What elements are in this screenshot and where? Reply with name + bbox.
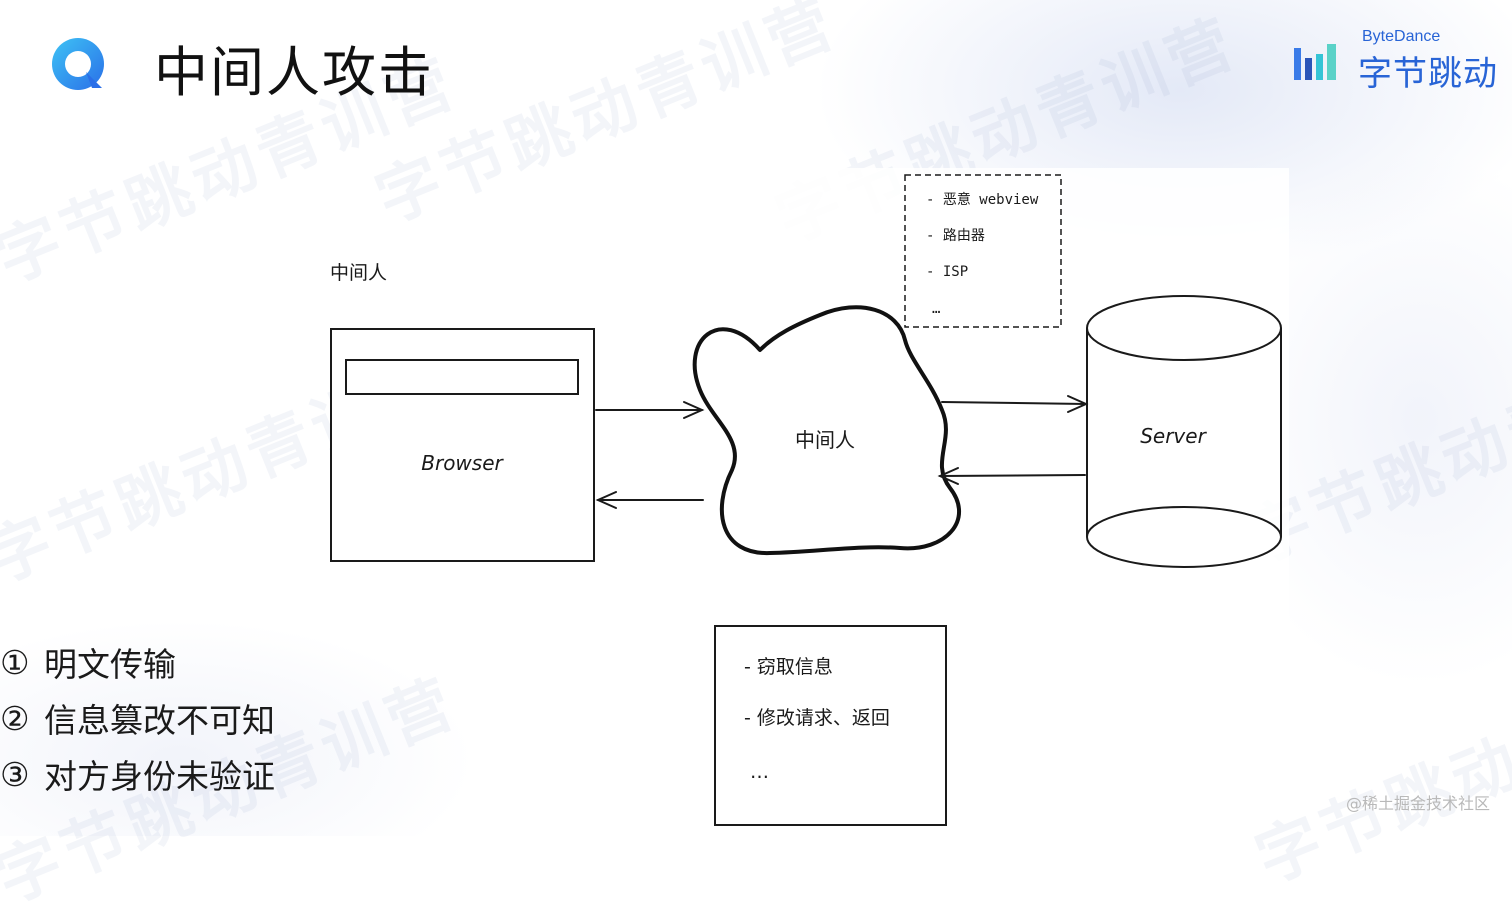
issue-text: 信息篡改不可知 — [44, 701, 275, 740]
browser-address-bar — [345, 359, 579, 395]
brand-name-cn: 字节跳动 — [1358, 54, 1498, 94]
issue-number: ③ — [0, 754, 30, 794]
browser-label: Browser — [421, 451, 504, 475]
arrow-head — [683, 401, 705, 419]
issue-text: 对方身份未验证 — [44, 757, 275, 796]
attacker-types-box: - 恶意 webview - 路由器 - ISP … — [904, 174, 1062, 328]
issue-number: ① — [0, 642, 30, 682]
browser-window: Browser — [330, 328, 595, 562]
cloud-label: 中间人 — [795, 428, 855, 452]
issue-item: ① 明文传输 — [0, 638, 176, 686]
mitm-cloud: 中间人 — [692, 305, 962, 556]
attacker-item: - 恶意 webview — [926, 191, 1039, 208]
arrow-head — [1067, 395, 1089, 413]
action-item: … — [750, 761, 769, 783]
server-cylinder: Server — [1086, 295, 1282, 568]
mitm-diagram: 中间人 Browser 中间人 Server - 恶意 webview - 路由… — [330, 174, 1282, 826]
brand-name-en: ByteDance — [1362, 28, 1441, 45]
action-item: - 修改请求、返回 — [744, 707, 890, 729]
bytedance-logo-icon — [1294, 44, 1336, 80]
bytedance-camp-logo-icon — [52, 38, 104, 90]
issue-number: ② — [0, 698, 30, 738]
page-title: 中间人攻击 — [154, 41, 434, 104]
arrow-server-to-mitm — [939, 474, 1086, 477]
arrows — [595, 395, 1089, 509]
attacker-item: - 路由器 — [926, 228, 985, 244]
issue-text: 明文传输 — [44, 645, 176, 684]
footer-credit: @稀土掘金技术社区 — [1345, 794, 1490, 813]
arrow-mitm-to-server — [941, 401, 1087, 405]
issue-item: ② 信息篡改不可知 — [0, 694, 275, 742]
issue-item: ③ 对方身份未验证 — [0, 750, 275, 798]
mitm-caption: 中间人 — [330, 262, 387, 284]
arrow-head — [595, 491, 617, 509]
server-label: Server — [1140, 424, 1207, 448]
arrow-head — [937, 467, 959, 485]
attacker-item: … — [932, 301, 940, 317]
attack-actions-box: - 窃取信息 - 修改请求、返回 … — [714, 625, 947, 826]
attacker-item: - ISP — [926, 264, 968, 280]
action-item: - 窃取信息 — [744, 656, 833, 678]
